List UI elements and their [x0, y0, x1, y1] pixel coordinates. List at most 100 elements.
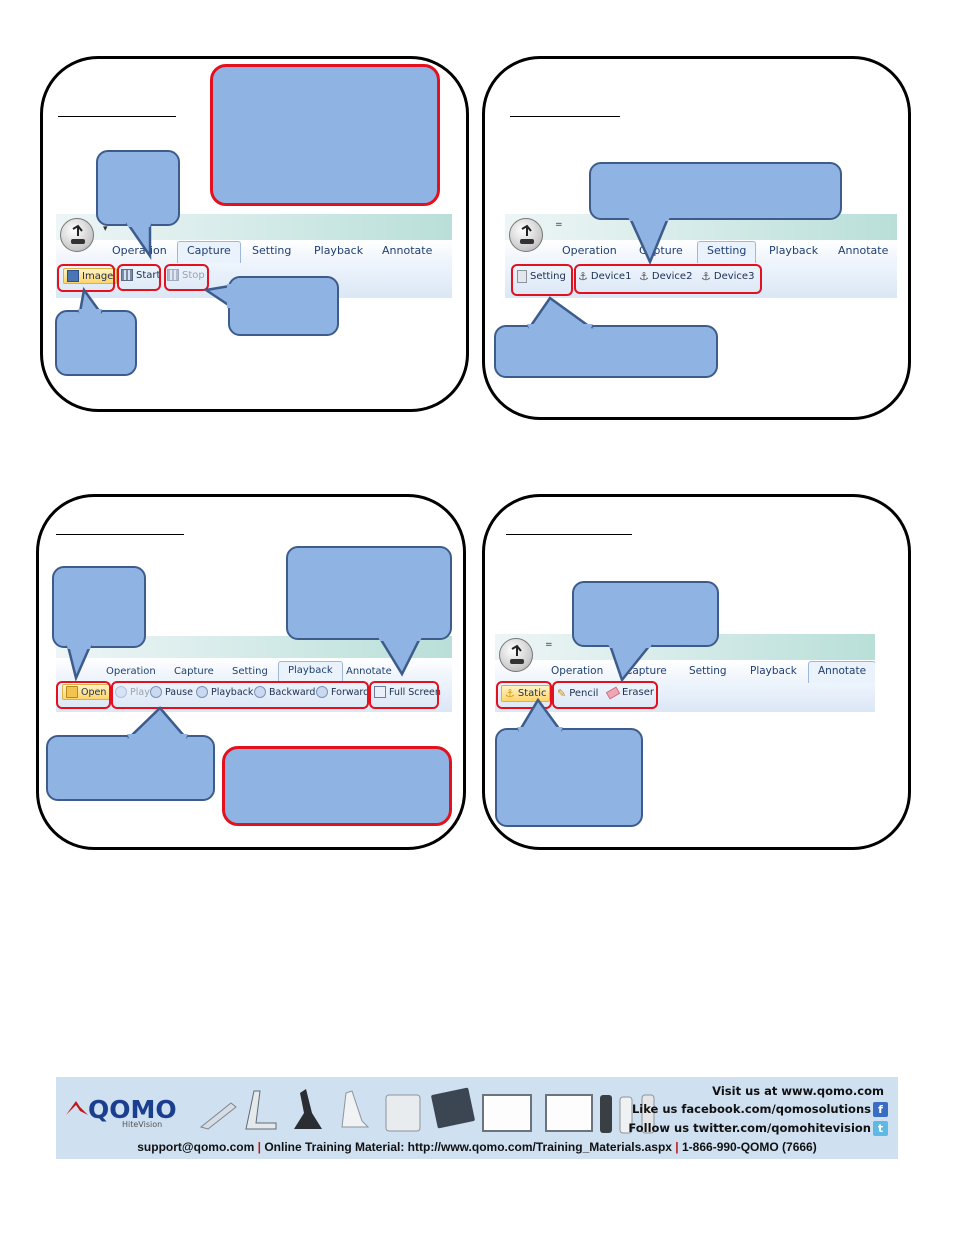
backward-button[interactable]: Backward	[254, 686, 315, 698]
tab-annotate[interactable]: Annotate	[838, 244, 889, 257]
playback-button[interactable]: Playback	[196, 686, 253, 698]
forward-icon	[316, 686, 328, 698]
grid-icon	[121, 269, 133, 281]
support-email-link[interactable]: support@qomo.com	[137, 1140, 255, 1154]
open-button[interactable]: Open	[62, 684, 111, 700]
device1-button[interactable]: ⚓ Device1	[578, 270, 632, 283]
facebook-icon[interactable]: f	[873, 1102, 888, 1117]
tab-annotate[interactable]: Annotate	[346, 666, 392, 677]
anchor-icon: ⚓	[701, 270, 711, 283]
disk-icon	[67, 270, 79, 282]
backward-icon	[254, 686, 266, 698]
folder-icon	[66, 686, 78, 698]
open-callout	[52, 566, 146, 648]
setting-highlight	[511, 264, 573, 296]
pencil-eraser-highlight	[552, 681, 658, 709]
open-highlight	[56, 681, 111, 709]
tab-operation[interactable]: Operation	[551, 665, 604, 677]
static-callout	[495, 728, 643, 827]
facebook-text: Like us facebook.com/qomosolutions	[631, 1102, 871, 1116]
grid-icon	[167, 269, 179, 281]
playback-description-callout	[222, 746, 452, 826]
panel-title-underline	[56, 534, 184, 535]
tab-capture[interactable]: Capture	[174, 666, 214, 677]
image-button[interactable]: Image	[63, 268, 118, 284]
qomo-footer-banner: QOMO HiteVision Visit us at www.qomo.com…	[56, 1077, 898, 1159]
fullscreen-callout	[286, 546, 452, 640]
forward-button[interactable]: Forward	[316, 686, 369, 698]
static-highlight	[496, 681, 552, 709]
fullscreen-highlight	[369, 681, 439, 709]
contact-line: support@qomo.com | Online Training Mater…	[137, 1140, 817, 1154]
devices-callout	[589, 162, 842, 220]
pause-icon	[150, 686, 162, 698]
capture-description-callout	[210, 64, 440, 206]
pencil-button[interactable]: ✎ Pencil	[557, 687, 599, 700]
playback-ribbon: Operation Capture Setting Playback Annot…	[56, 636, 452, 712]
app-orb-icon[interactable]	[509, 218, 543, 252]
quick-access-arrow-icon[interactable]: =	[555, 220, 563, 230]
tab-operation[interactable]: Operation	[106, 666, 156, 677]
play-button[interactable]: Play	[115, 686, 150, 698]
play-icon	[115, 686, 127, 698]
start-button[interactable]: Start	[121, 269, 160, 281]
tab-setting[interactable]: Setting	[689, 665, 727, 677]
tab-setting[interactable]: Setting	[252, 244, 292, 257]
tab-playback[interactable]: Playback	[750, 665, 797, 677]
panel-title-underline	[510, 116, 620, 117]
stop-highlight	[164, 264, 209, 291]
app-orb-icon[interactable]	[499, 638, 533, 672]
transport-highlight	[111, 681, 369, 709]
training-link[interactable]: Online Training Material: http://www.qom…	[264, 1140, 672, 1154]
device-icon	[517, 270, 527, 283]
tab-capture[interactable]: Capture	[625, 665, 667, 677]
static-icon: ⚓	[505, 687, 515, 700]
tab-setting[interactable]: Setting	[697, 241, 757, 263]
app-orb-icon[interactable]	[60, 218, 94, 252]
tab-operation[interactable]: Operation	[112, 244, 167, 257]
fullscreen-icon	[374, 686, 386, 698]
pencil-icon: ✎	[557, 687, 567, 700]
qomo-logo-mark-icon	[66, 1101, 88, 1115]
eraser-button[interactable]: Eraser	[605, 686, 654, 699]
tab-playback[interactable]: Playback	[278, 661, 343, 683]
quick-access-arrow-icon[interactable]: ▾	[103, 224, 108, 234]
tab-annotate[interactable]: Annotate	[382, 244, 433, 257]
setting-callout	[494, 325, 718, 378]
pause-button[interactable]: Pause	[150, 686, 193, 698]
devices-highlight	[574, 264, 762, 294]
phone-number: 1-866-990-QOMO (7666)	[682, 1140, 817, 1154]
tab-annotate[interactable]: Annotate	[808, 661, 875, 683]
qomo-logo: QOMO	[88, 1095, 177, 1124]
start-callout	[96, 150, 180, 226]
tab-playback[interactable]: Playback	[769, 244, 819, 257]
stop-button[interactable]: Stop	[167, 269, 205, 281]
panel-title-underline	[58, 116, 176, 117]
tab-playback[interactable]: Playback	[314, 244, 364, 257]
hitevision-label: HiteVision	[122, 1120, 163, 1129]
quick-access-arrow-icon[interactable]: =	[545, 640, 553, 650]
static-button[interactable]: ⚓ Static	[501, 685, 551, 702]
device2-button[interactable]: ⚓ Device2	[639, 270, 693, 283]
twitter-icon[interactable]: t	[873, 1121, 888, 1136]
setting-button[interactable]: Setting	[517, 270, 566, 283]
fullscreen-button[interactable]: Full Screen	[374, 686, 441, 698]
panel-title-underline	[506, 534, 632, 535]
product-images-icon	[199, 1087, 655, 1134]
twitter-text: Follow us twitter.com/qomohitevision	[628, 1121, 871, 1135]
anchor-icon: ⚓	[578, 270, 588, 283]
start-highlight	[117, 264, 161, 291]
tab-operation[interactable]: Operation	[562, 244, 617, 257]
rewind-icon	[196, 686, 208, 698]
tab-setting[interactable]: Setting	[232, 666, 268, 677]
visit-text: Visit us at www.qomo.com	[712, 1084, 884, 1098]
device3-button[interactable]: ⚓ Device3	[701, 270, 755, 283]
tab-capture[interactable]: Capture	[177, 241, 241, 263]
